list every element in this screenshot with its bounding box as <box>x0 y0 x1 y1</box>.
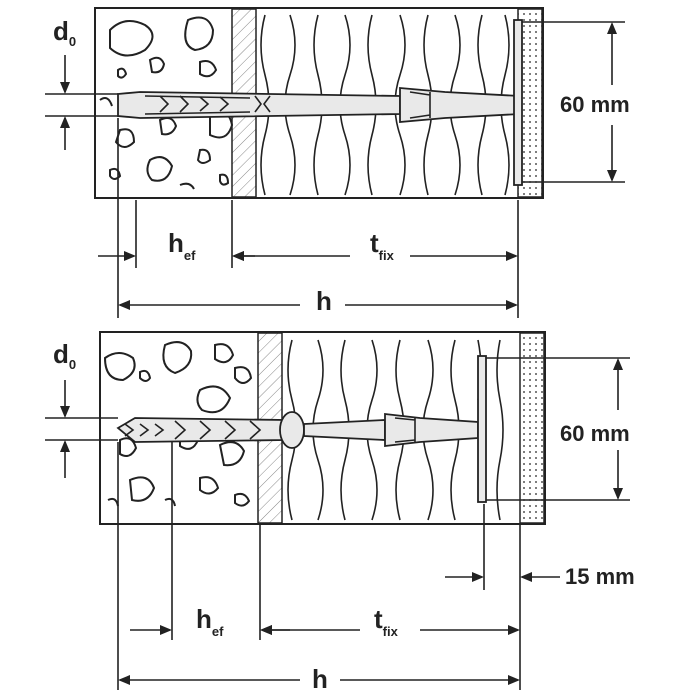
bottom-h-label: h <box>312 664 328 694</box>
bottom-hef-label: hef <box>196 604 224 639</box>
top-tfix-label: tfix <box>370 228 395 263</box>
bottom-gap-dimension <box>445 572 560 582</box>
bottom-assembly: d0 60 mm 15 mm hef <box>45 331 635 694</box>
bottom-tfix-label: tfix <box>374 604 399 639</box>
top-h-label: h <box>316 286 332 316</box>
top-assembly: d0 60 mm hef tfi <box>45 7 630 318</box>
top-hef-label: hef <box>168 228 196 263</box>
top-anchor <box>117 19 523 186</box>
bottom-gap-label: 15 mm <box>565 564 635 589</box>
bottom-d0-label: d0 <box>53 339 76 372</box>
bottom-plate-dimension <box>486 357 630 501</box>
top-d0-label: d0 <box>53 16 76 49</box>
bottom-tfix-dimension <box>260 625 520 635</box>
bottom-h-dimension <box>118 675 520 685</box>
bottom-finish-layer <box>519 332 545 524</box>
top-plate-label: 60 mm <box>560 92 630 117</box>
top-tfix-dimension <box>232 251 518 261</box>
top-d0-dimension <box>45 55 118 150</box>
top-h-dimension <box>118 300 518 310</box>
bottom-anchor <box>116 355 487 503</box>
top-plate-dimension <box>522 21 625 183</box>
bottom-plate-label: 60 mm <box>560 421 630 446</box>
bottom-d0-dimension <box>45 380 118 478</box>
